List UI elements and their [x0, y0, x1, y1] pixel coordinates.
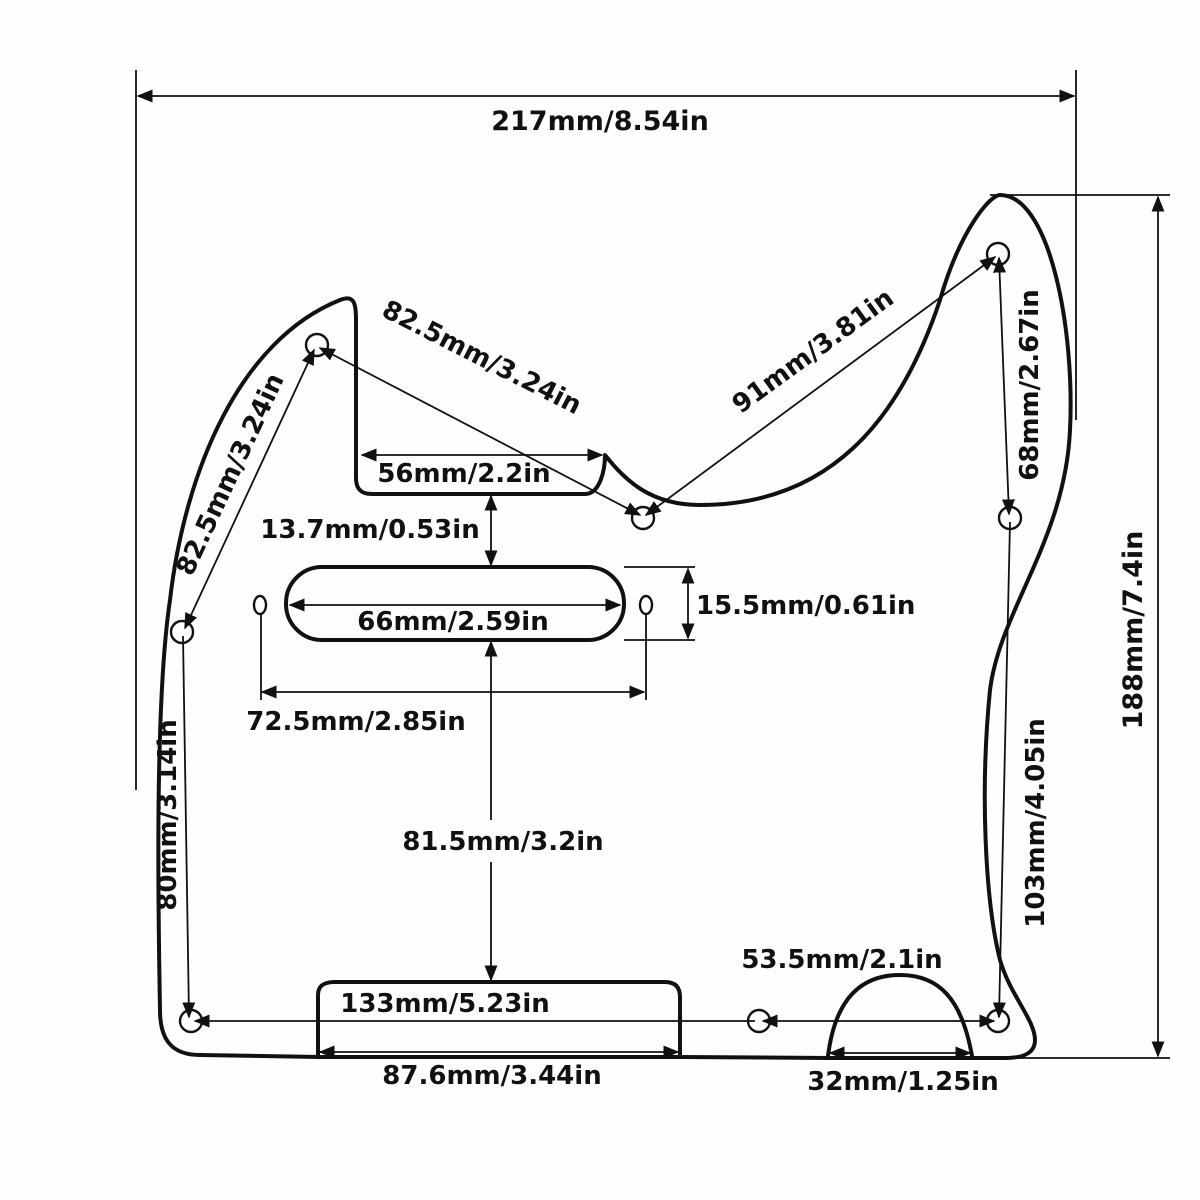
- pickup-to-bottom-label: 81.5mm/3.2in: [402, 827, 603, 857]
- pickup-mount-holes-label: 72.5mm/2.85in: [246, 707, 465, 737]
- left-edge-holes-label: 80mm/3.14in: [153, 719, 183, 910]
- bottom-cutout: [316, 980, 682, 1059]
- screw-hole: [304, 332, 330, 358]
- pickup-slot-width-label: 15.5mm/0.61in: [696, 591, 915, 621]
- pickup-mount-hole: [638, 594, 654, 616]
- upper-left-diagonal-label: 82.5mm/3.24in: [377, 295, 586, 421]
- pickup-slot-length-label: 66mm/2.59in: [357, 607, 548, 637]
- bottom-right-holes-label: 53.5mm/2.1in: [741, 945, 942, 975]
- pickup-mount-hole: [252, 594, 268, 616]
- screw-hole: [985, 241, 1011, 267]
- bottom-holes-span-label: 133mm/5.23in: [340, 989, 550, 1019]
- right-upper-holes-label: 68mm/2.67in: [1015, 289, 1045, 480]
- dimension-lines: [136, 89, 1165, 1060]
- right-lower-holes-label: 103mm/4.05in: [1021, 718, 1051, 928]
- bottom-arch-width-label: 32mm/1.25in: [807, 1067, 998, 1097]
- screw-hole: [630, 505, 656, 531]
- screw-hole: [169, 619, 195, 645]
- extension-lines: [135, 70, 1170, 1059]
- overall-width-label: 217mm/8.54in: [491, 106, 709, 137]
- neck-cutout-width-label: 56mm/2.2in: [377, 459, 550, 489]
- cutout-pickup-gap-label: 13.7mm/0.53in: [260, 515, 479, 545]
- bottom-cutout-width-label: 87.6mm/3.44in: [382, 1061, 601, 1091]
- bottom-arch-cutout: [826, 973, 974, 1058]
- overall-height-label: 188mm/7.4in: [1118, 531, 1149, 730]
- upper-right-diagonal-label: 91mm/3.81in: [727, 283, 900, 420]
